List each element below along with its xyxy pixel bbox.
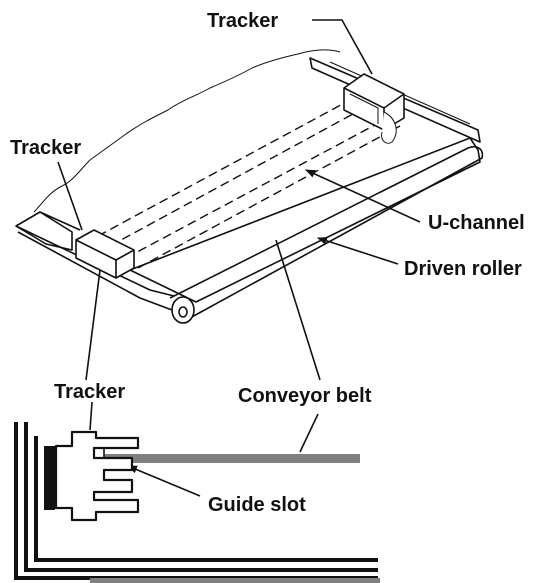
label-conveyor-belt: Conveyor belt <box>238 385 372 407</box>
label-tracker-left: Tracker <box>10 137 81 159</box>
back-frame-rail <box>309 57 481 143</box>
label-driven-roller: Driven roller <box>404 258 522 280</box>
frame-l-inner <box>24 422 378 572</box>
u-channel-hidden-lines <box>97 99 401 269</box>
belt-torn-edge <box>33 49 341 213</box>
leader-lines <box>57 19 421 497</box>
label-tracker-top: Tracker <box>207 10 278 32</box>
tracker-profile <box>54 430 140 522</box>
label-guide-slot: Guide slot <box>208 494 306 516</box>
conveyor-belt-bar <box>104 454 360 463</box>
return-belt-bar <box>90 578 380 583</box>
conveyor-assembly <box>15 49 484 324</box>
label-u-channel: U-channel <box>428 212 525 234</box>
cross-section-detail <box>14 422 380 583</box>
label-tracker-detail: Tracker <box>54 381 125 403</box>
tracker-block-front <box>75 229 135 279</box>
tracker-block-back <box>343 73 405 144</box>
driven-roller <box>169 145 484 319</box>
mounting-strip <box>44 446 55 510</box>
left-frame-rail <box>15 211 73 251</box>
roller-end-cap <box>171 296 195 324</box>
